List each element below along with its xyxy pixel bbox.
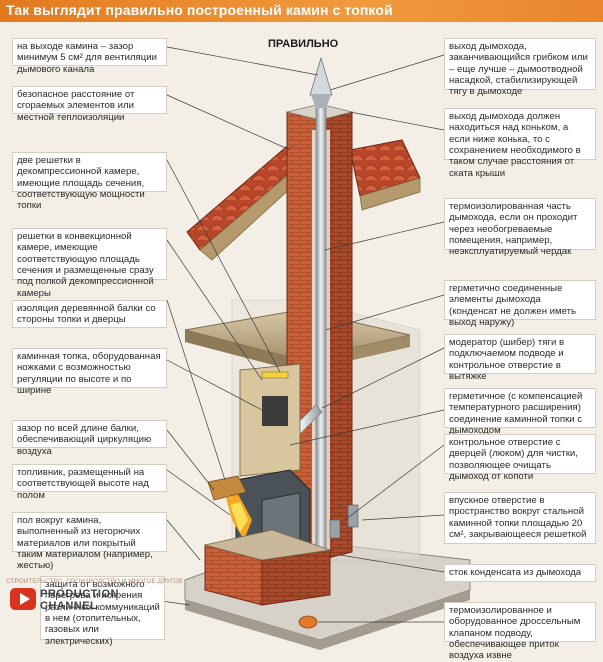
label-convection-grilles: решетки в конвекционной камере, имеющие …: [12, 228, 167, 299]
chimney-cap: [309, 56, 333, 96]
label-chimney-cap: выход дымохода, заканчивающийся грибком …: [444, 38, 596, 97]
label-above-ridge: выход дымохода должен находиться над кон…: [444, 108, 596, 179]
label-utilities-protection: защита от возможного перегрева и искрени…: [40, 576, 165, 647]
inspection-door: [347, 504, 359, 528]
play-button-icon: [10, 588, 36, 610]
leader-lines-left: [124, 46, 319, 606]
watermark-tagline: СТРОИТЕЛЬСТВО, ПРОИЗВОДСТВО И МНОГОЕ ДРУ…: [6, 578, 183, 585]
watermark-line1: PRODUCTION: [40, 588, 119, 600]
label-condensate: сток конденсата из дымохода: [444, 564, 596, 582]
label-draft-damper: модератор (шибер) тяги в подключаемом по…: [444, 334, 596, 382]
label-safe-distance: безопасное расстояние от сгораемых элеме…: [12, 86, 167, 123]
label-firebox-legs: каминная топка, оборудованная ножками с …: [12, 348, 167, 396]
label-beam-gap: зазор по всей длине балки, обеспечивающи…: [12, 420, 167, 457]
air-intake: [298, 615, 318, 629]
wooden-beam: [207, 475, 247, 501]
label-beam-insulation: изоляция деревянной балки со стороны топ…: [12, 300, 167, 328]
label-floor-material: пол вокруг камина, выполненный из негорю…: [12, 512, 167, 571]
label-sealed-joints: герметично соединенные элементы дымохода…: [444, 280, 596, 328]
label-sealed-connection: герметичное (с компенсацией температурно…: [444, 388, 596, 436]
header-bar: Так выглядит правильно построенный камин…: [0, 0, 603, 22]
label-fuel-chamber: топливник, размещенный на соответствующе…: [12, 464, 167, 501]
flue-pipe: [315, 79, 327, 551]
label-air-inlet: впускное отверстие в пространство вокруг…: [444, 492, 596, 544]
header-title: Так выглядит правильно построенный камин…: [6, 2, 393, 18]
channel-watermark: СТРОИТЕЛЬСТВО, ПРОИЗВОДСТВО И МНОГОЕ ДРУ…: [4, 578, 183, 658]
center-title: ПРАВИЛЬНО: [268, 38, 339, 50]
label-cleaning-door: контрольное отверстие с дверцей (люком) …: [444, 434, 596, 482]
label-air-supply: термоизолированное и оборудованное дросс…: [444, 602, 596, 661]
label-flue-gap: на выходе камина – зазор минимум 5 см² д…: [12, 38, 167, 75]
label-decompression-grilles: две решетки в декомпрессионной камере, и…: [12, 152, 167, 211]
label-insulated-flue: термоизолированная часть дымохода, если …: [444, 198, 596, 257]
leader-lines-right: [289, 54, 445, 623]
watermark-line2: CHANNEL: [40, 600, 98, 612]
